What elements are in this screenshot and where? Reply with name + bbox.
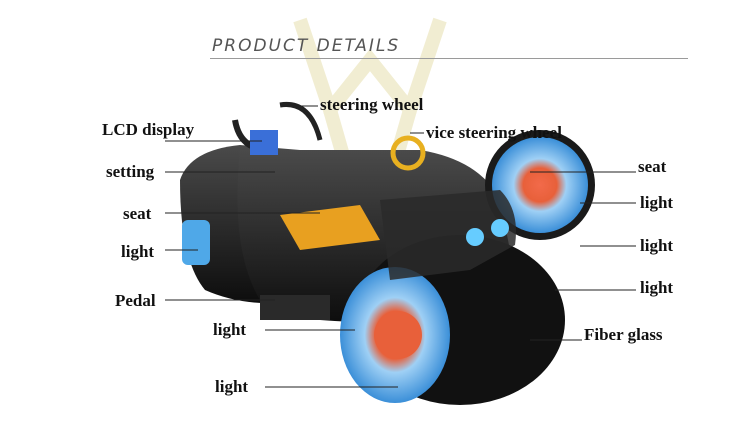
label-setting: setting: [106, 162, 155, 181]
section-title: PRODUCT DETAILS: [212, 36, 401, 56]
label-light-left-2: light: [213, 320, 247, 339]
seat: [280, 205, 380, 250]
wheel-light: [492, 137, 588, 233]
label-pedal: Pedal: [115, 291, 156, 310]
label-light-right-1: light: [640, 193, 674, 212]
lcd-screen: [250, 130, 278, 155]
label-vice-steering-wheel: vice steering wheel: [426, 123, 562, 142]
title-underline: [210, 58, 688, 59]
label-light-right-2: light: [640, 236, 674, 255]
rear-light: [182, 220, 210, 265]
label-seat-right: seat: [638, 157, 667, 176]
label-steering-wheel: steering wheel: [320, 95, 424, 114]
vice-steering-wheel: [390, 135, 426, 171]
label-light-right-3: light: [640, 278, 674, 297]
label-lcd-display: LCD display: [102, 120, 195, 139]
label-light-left-3: light: [215, 377, 249, 396]
label-seat-left: seat: [123, 204, 152, 223]
label-light-left-1: light: [121, 242, 155, 261]
label-fiber-glass: Fiber glass: [584, 325, 663, 344]
